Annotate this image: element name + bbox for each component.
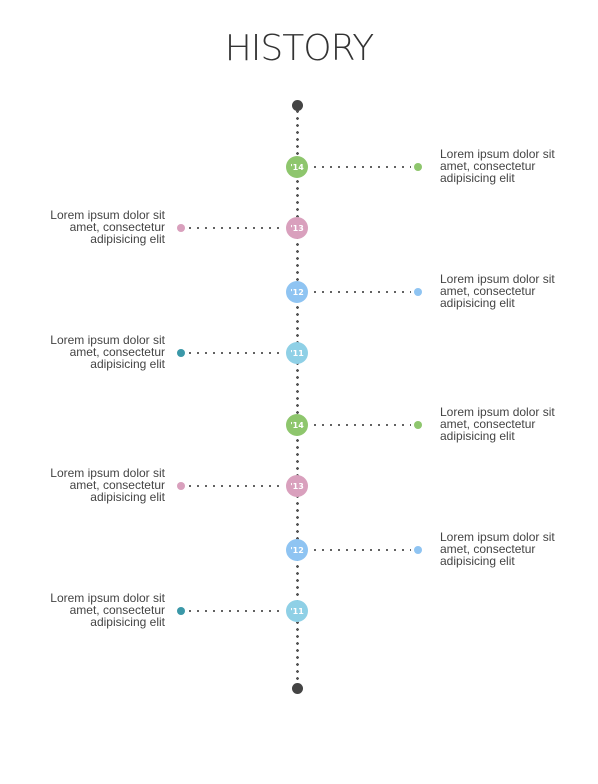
timeline-connector xyxy=(311,291,411,293)
event-description-line: adipisicing elit xyxy=(90,615,165,629)
event-description-line: amet, consectetur xyxy=(69,478,165,492)
event-description-line: amet, consectetur xyxy=(69,345,165,359)
event-description-line: amet, consectetur xyxy=(440,159,536,173)
timeline-connector xyxy=(186,610,283,612)
timeline-connector xyxy=(186,227,283,229)
event-description-line: Lorem ipsum dolor sit xyxy=(440,147,555,161)
year-node: '13 xyxy=(286,217,308,239)
timeline-end-dot xyxy=(414,163,422,171)
year-node: '14 xyxy=(286,156,308,178)
timeline-end-dot xyxy=(177,349,185,357)
timeline-connector xyxy=(311,424,411,426)
event-description-line: amet, consectetur xyxy=(440,542,536,556)
event-description-line: Lorem ipsum dolor sit xyxy=(440,272,555,286)
timeline-connector xyxy=(311,166,411,168)
year-node: '13 xyxy=(286,475,308,497)
event-description-line: Lorem ipsum dolor sit xyxy=(440,405,555,419)
event-description-line: Lorem ipsum dolor sit xyxy=(440,530,555,544)
timeline-end-dot xyxy=(414,546,422,554)
event-description-line: Lorem ipsum dolor sit xyxy=(50,466,165,480)
event-description-line: Lorem ipsum dolor sit xyxy=(50,591,165,605)
event-description-line: amet, consectetur xyxy=(69,603,165,617)
timeline-end-dot xyxy=(414,421,422,429)
timeline-end-dot xyxy=(414,288,422,296)
timeline-spine xyxy=(296,108,299,688)
event-description-line: Lorem ipsum dolor sit xyxy=(50,333,165,347)
page-title: HISTORY xyxy=(224,28,375,69)
event-description-line: adipisicing elit xyxy=(90,232,165,246)
year-node: '12 xyxy=(286,539,308,561)
event-description-line: adipisicing elit xyxy=(440,296,515,310)
event-description-line: Lorem ipsum dolor sit xyxy=(50,208,165,222)
timeline-end-dot xyxy=(177,607,185,615)
event-description-line: adipisicing elit xyxy=(440,171,515,185)
timeline-connector xyxy=(311,549,411,551)
event-description-line: adipisicing elit xyxy=(440,554,515,568)
event-description-line: amet, consectetur xyxy=(69,220,165,234)
event-description-line: amet, consectetur xyxy=(440,417,536,431)
timeline-end-dot xyxy=(177,482,185,490)
timeline-connector xyxy=(186,485,283,487)
event-description-line: amet, consectetur xyxy=(440,284,536,298)
year-node: '11 xyxy=(286,342,308,364)
event-description-line: adipisicing elit xyxy=(90,357,165,371)
year-node: '14 xyxy=(286,414,308,436)
year-node: '11 xyxy=(286,600,308,622)
event-description-line: adipisicing elit xyxy=(90,490,165,504)
timeline-end-dot xyxy=(177,224,185,232)
year-node: '12 xyxy=(286,281,308,303)
timeline-connector xyxy=(186,352,283,354)
timeline-start-cap xyxy=(292,100,303,111)
timeline-end-cap xyxy=(292,683,303,694)
event-description-line: adipisicing elit xyxy=(440,429,515,443)
